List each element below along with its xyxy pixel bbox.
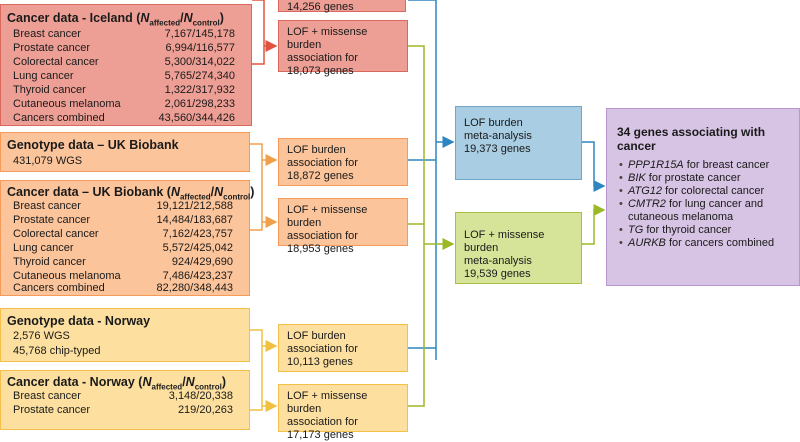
- result-item: CMTR2 for lung cancer and: [619, 198, 774, 211]
- norway-bracket: [250, 329, 263, 411]
- assoc-line: 10,113 genes: [287, 356, 353, 368]
- meta-line: meta-analysis: [464, 255, 532, 267]
- assoc-line: LOF burden: [287, 330, 346, 342]
- result-item: TG for thyroid cancer: [619, 224, 774, 237]
- ukb-bracket: [250, 143, 263, 231]
- meta-line: meta-analysis: [464, 130, 532, 142]
- assoc-line: LOF + missense burden: [287, 204, 368, 229]
- assoc-line: LOF + missense burden: [287, 26, 368, 51]
- ukb-missense-association-box: LOF + missense burden association for 18…: [278, 198, 408, 255]
- norway-genotype-line: 2,576 WGS: [13, 330, 70, 342]
- assoc-line: association for: [287, 230, 358, 242]
- lof-meta-analysis-box: LOF burden meta-analysis 19,373 genes: [455, 106, 582, 180]
- assoc-line: association for: [287, 416, 358, 428]
- meta-line: LOF burden: [464, 117, 523, 129]
- meta-line: 19,539 genes: [464, 268, 531, 280]
- assoc-line: 17,173 genes: [287, 429, 354, 441]
- norway-genotype-box: Genotype data - Norway 2,576 WGS 45,768 …: [0, 308, 250, 362]
- iceland-lof-association-box: 14,256 genes: [278, 0, 406, 13]
- iceland-cancer-title: Cancer data - Iceland (Naffected/Ncontro…: [7, 11, 224, 28]
- norway-genotype-title: Genotype data - Norway: [7, 314, 151, 328]
- result-item: AURKB for cancers combined: [619, 237, 774, 250]
- result-item: PPP1R15A for breast cancer: [619, 159, 774, 172]
- iceland-lof-genes: 14,256 genes: [287, 1, 354, 13]
- ukb-genotype-title: Genotype data – UK Biobank: [7, 138, 179, 152]
- assoc-line: 18,953 genes: [287, 243, 354, 255]
- result-item: BIK for prostate cancer: [619, 172, 774, 185]
- ukb-lof-association-box: LOF burden association for 18,872 genes: [278, 138, 408, 186]
- assoc-line: 18,073 genes: [287, 65, 354, 77]
- result-item-continued: cutaneous melanoma: [628, 211, 734, 223]
- iceland-bracket: [252, 0, 265, 65]
- ukb-genotype-line: 431,079 WGS: [13, 155, 83, 167]
- assoc-line: association for: [287, 343, 358, 355]
- result-box: 34 genes associating with cancer PPP1R15…: [606, 108, 800, 286]
- iceland-cancer-box: Cancer data - Iceland (Naffected/Ncontro…: [0, 4, 252, 126]
- norway-cancer-title: Cancer data - Norway (Naffected/Ncontrol…: [7, 375, 226, 392]
- assoc-line: LOF burden: [287, 144, 346, 156]
- assoc-line: LOF + missense burden: [287, 390, 368, 415]
- result-item: ATG12 for colorectal cancer: [619, 185, 774, 198]
- ukb-genotype-box: Genotype data – UK Biobank 431,079 WGS: [0, 132, 250, 172]
- assoc-line: 18,872 genes: [287, 170, 354, 182]
- result-title: 34 genes associating with cancer: [617, 125, 766, 153]
- iceland-missense-association-box: LOF + missense burden association for 18…: [278, 20, 408, 77]
- norway-missense-association-box: LOF + missense burden association for 17…: [278, 384, 408, 441]
- norway-lof-association-box: LOF burden association for 10,113 genes: [278, 324, 408, 372]
- ukb-cancer-title: Cancer data – UK Biobank (Naffected/Ncon…: [7, 185, 255, 202]
- norway-cancer-box: Cancer data - Norway (Naffected/Ncontrol…: [0, 370, 250, 430]
- norway-genotype-line: 45,768 chip-typed: [13, 345, 101, 357]
- missense-meta-analysis-box: LOF + missense burden meta-analysis 19,5…: [455, 212, 582, 284]
- result-list: PPP1R15A for breast cancer BIK for prost…: [619, 159, 774, 250]
- assoc-line: association for: [287, 52, 358, 64]
- ukb-cancer-box: Cancer data – UK Biobank (Naffected/Ncon…: [0, 180, 254, 296]
- connector-lines: [250, 0, 606, 412]
- meta-line: 19,373 genes: [464, 143, 531, 155]
- assoc-line: association for: [287, 157, 358, 169]
- meta-line: LOF + missense burden: [464, 229, 545, 254]
